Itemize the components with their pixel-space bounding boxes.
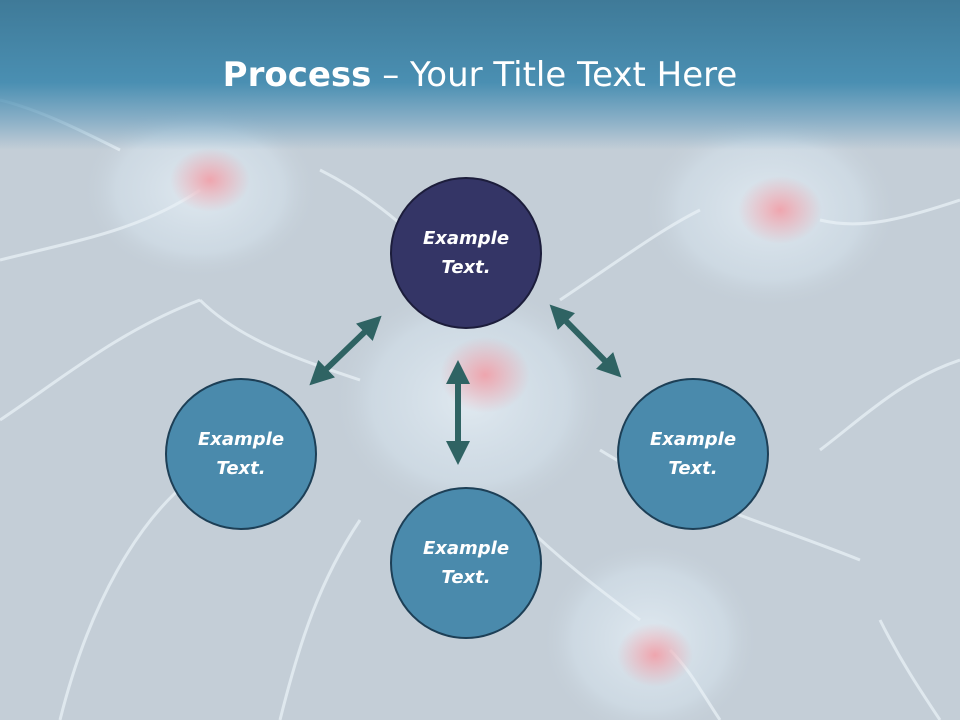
title-bar [0, 0, 960, 150]
title-bold: Process [222, 55, 372, 95]
node-right[interactable]: Example Text. [617, 378, 769, 530]
node-left-label: Example Text. [197, 429, 285, 479]
node-bottom[interactable]: Example Text. [390, 487, 542, 639]
title-separator: – [371, 55, 411, 95]
node-right-label: Example Text. [649, 429, 737, 479]
node-top-label: Example Text. [422, 228, 510, 278]
node-top[interactable]: Example Text. [390, 177, 542, 329]
page-title: Process – Your Title Text Here [0, 52, 960, 98]
node-bottom-label: Example Text. [422, 538, 510, 588]
node-left[interactable]: Example Text. [165, 378, 317, 530]
title-rest: Your Title Text Here [410, 55, 738, 95]
